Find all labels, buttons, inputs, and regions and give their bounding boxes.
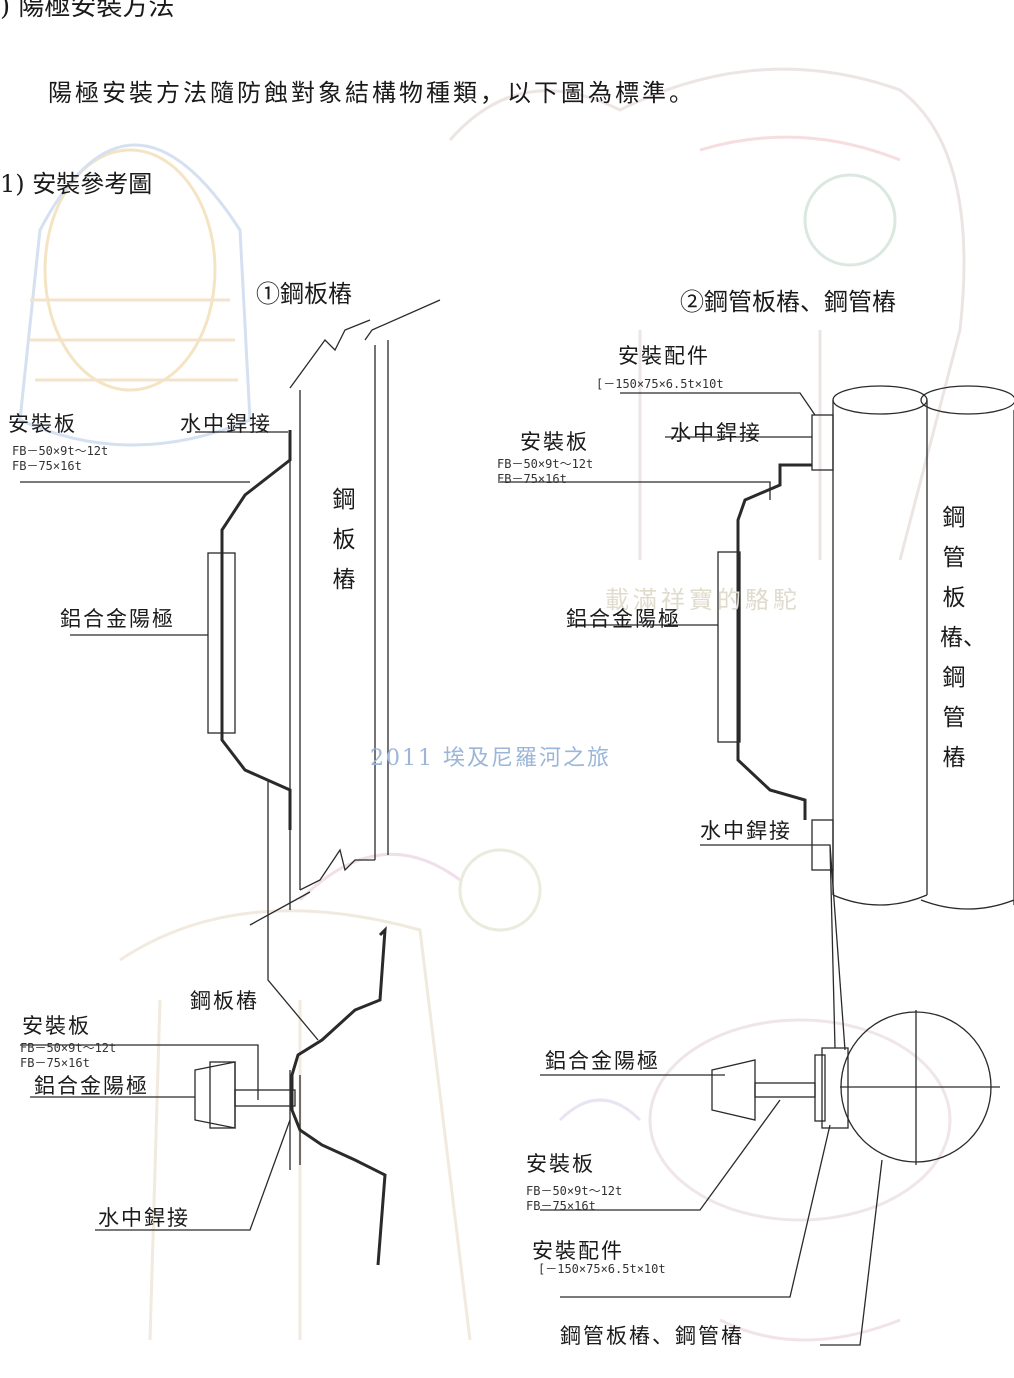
- fig1-pile-label: 鋼板樁: [332, 487, 356, 593]
- faint-watermark-caption: 載滿祥寶的駱駝: [605, 586, 801, 614]
- fig1-plate-spec-1: FB－50×9t～12t: [12, 444, 109, 458]
- fig4-fitting-spec: [－150×75×6.5t×10t: [538, 1262, 666, 1276]
- fig3-drawing: [20, 780, 387, 1266]
- fig3-anode-label: 鋁合金陽極: [34, 1074, 149, 1098]
- fig3-plate-spec-2: FB－75×16t: [20, 1056, 90, 1070]
- fig2-pile-label: 鋼管板樁、鋼管樁: [940, 505, 986, 771]
- fig3-weld-label: 水中銲接: [98, 1206, 190, 1230]
- fig1-plate-spec-2: FB－75×16t: [12, 459, 82, 473]
- fig1-drawing: [20, 299, 441, 926]
- fig3-plate-spec-1: FB－50×9t～12t: [20, 1041, 117, 1055]
- watermark-caption: 2011 埃及尼羅河之旅: [370, 746, 611, 771]
- fig3-plate-label: 安裝板: [22, 1014, 91, 1038]
- fig2-fitting-label: 安裝配件: [618, 344, 710, 368]
- fig2-fitting-spec: [－150×75×6.5t×10t: [596, 377, 724, 391]
- fig4-plate-spec-2: FB－75×16t: [526, 1199, 596, 1213]
- intro-text: 陽極安裝方法隨防蝕對象結構物種類，以下圖為標準。: [48, 79, 696, 107]
- fig2-title: ②鋼管板樁、鋼管樁: [680, 288, 896, 316]
- fig2-plate-spec-2: FB－75×16t: [497, 472, 567, 486]
- fig4-fitting-label: 安裝配件: [532, 1239, 624, 1263]
- fig1-title: ①鋼板樁: [256, 280, 352, 308]
- fig2-plate-label: 安裝板: [520, 430, 589, 454]
- subheading: 1) 安裝參考圖: [0, 170, 153, 198]
- fig2-plate-spec-1: FB－50×9t～12t: [497, 457, 594, 471]
- fig4-plate-label: 安裝板: [526, 1152, 595, 1176]
- fig2-drawing: [500, 385, 1014, 910]
- fig4-plate-spec-1: FB－50×9t～12t: [526, 1184, 623, 1198]
- fig1-weld-label: 水中銲接: [180, 412, 272, 436]
- fig2-anode-label: 鋁合金陽極: [566, 607, 681, 631]
- fig4-weld-label: 水中銲接: [700, 819, 792, 843]
- fig1-plate-label: 安裝板: [8, 412, 77, 436]
- fig2-weld-label: 水中銲接: [670, 421, 762, 445]
- section-heading: ) 陽極安裝方法: [0, 0, 175, 22]
- fig1-anode-label: 鋁合金陽極: [60, 607, 175, 631]
- fig4-anode-label: 鋁合金陽極: [545, 1049, 660, 1073]
- fig4-pile-label: 鋼管板樁、鋼管樁: [560, 1324, 744, 1348]
- fig4-drawing: [540, 844, 1000, 1346]
- fig3-pile-label: 鋼板樁: [190, 989, 259, 1013]
